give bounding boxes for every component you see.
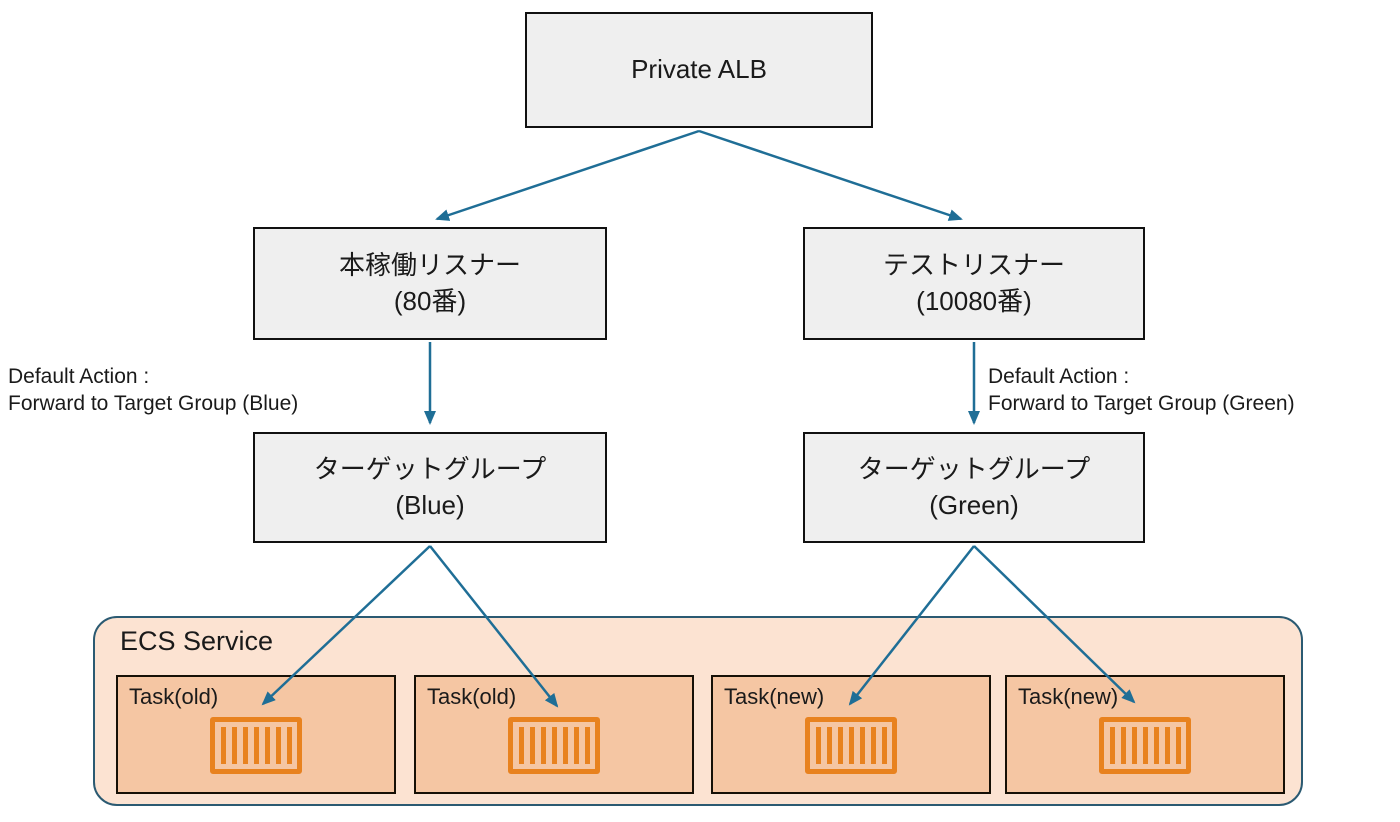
task-new-1-box: Task(new) <box>711 675 991 794</box>
production-listener-box: 本稼働リスナー (80番) <box>253 227 607 340</box>
test-listener-label: テストリスナー (10080番) <box>882 250 1065 316</box>
default-action-blue-annotation: Default Action : Forward to Target Group… <box>8 365 299 416</box>
task-old-1-box: Task(old) <box>116 675 396 794</box>
container-icon <box>210 717 302 774</box>
container-icon <box>805 717 897 774</box>
target-group-green-label: ターゲットグループ (Green) <box>857 454 1091 520</box>
task-old-2-label: Task(old) <box>427 684 517 709</box>
task-old-2-box: Task(old) <box>414 675 694 794</box>
container-icon <box>508 717 600 774</box>
task-new-2-label: Task(new) <box>1018 684 1119 709</box>
arrow-alb-to-production-listener <box>435 129 700 221</box>
task-old-1-label: Task(old) <box>129 684 219 709</box>
arrow-alb-to-test-listener <box>698 129 963 221</box>
private-alb-label: Private ALB <box>631 54 767 85</box>
task-new-1-label: Task(new) <box>724 684 825 709</box>
ecs-service-label: ECS Service <box>120 626 274 656</box>
ecs-service-container: ECS Service Task(old) Task(old) Task(new… <box>93 616 1303 806</box>
task-new-2-box: Task(new) <box>1005 675 1285 794</box>
target-group-blue-label: ターゲットグループ (Blue) <box>313 454 547 520</box>
target-group-green-box: ターゲットグループ (Green) <box>803 432 1145 543</box>
private-alb-box: Private ALB <box>525 12 873 128</box>
container-icon <box>1099 717 1191 774</box>
test-listener-box: テストリスナー (10080番) <box>803 227 1145 340</box>
production-listener-label: 本稼働リスナー (80番) <box>338 250 521 316</box>
target-group-blue-box: ターゲットグループ (Blue) <box>253 432 607 543</box>
default-action-green-annotation: Default Action : Forward to Target Group… <box>988 365 1295 416</box>
